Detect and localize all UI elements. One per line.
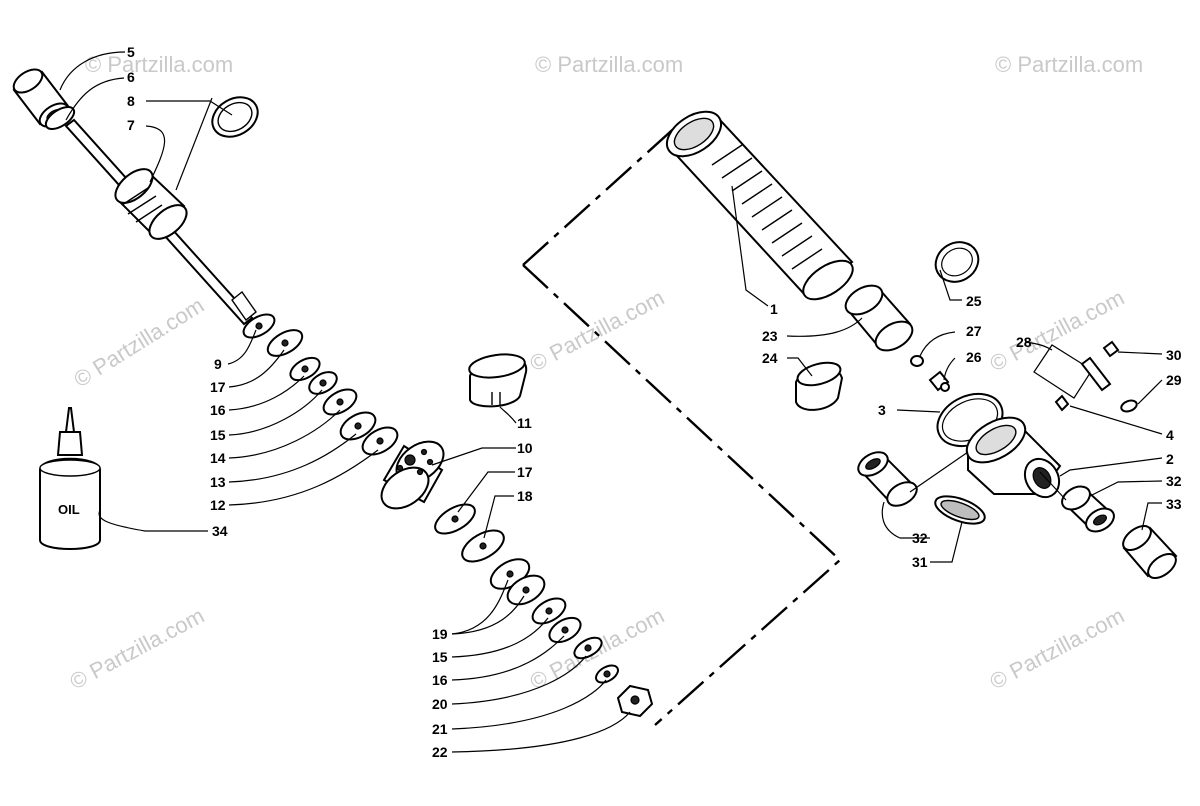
callout-27: 27 xyxy=(966,323,982,339)
callout-numbers: 5 6 8 7 9 17 16 15 14 13 12 11 10 17 18 … xyxy=(127,44,1182,760)
part-24-split-collar xyxy=(795,361,844,411)
callout-31: 31 xyxy=(912,554,928,570)
left-valve-washer-stack xyxy=(242,313,399,456)
part-26-valve xyxy=(928,370,950,392)
callout-2: 2 xyxy=(1166,451,1174,467)
watermark-6: © Partzilla.com xyxy=(66,603,209,695)
part-16-shim-lower xyxy=(548,616,582,644)
watermark-4: © Partzilla.com xyxy=(526,285,669,377)
part-23-retainer xyxy=(844,284,914,352)
callout-1: 1 xyxy=(770,301,778,317)
callout-7: 7 xyxy=(127,117,135,133)
leader-lines xyxy=(59,51,1163,753)
part-22-nut xyxy=(616,684,654,718)
watermark-rod: © Partzilla.com xyxy=(69,292,208,392)
callout-15-upper: 15 xyxy=(210,427,226,443)
right-valve-washer-stack xyxy=(434,503,654,718)
part-30-screw xyxy=(1080,340,1120,392)
callout-4: 4 xyxy=(1166,427,1174,443)
part-17-shim xyxy=(266,329,304,357)
part-28-fitting-kit xyxy=(1033,344,1093,399)
part-11-split-ring xyxy=(468,353,528,408)
part-10-piston xyxy=(380,440,445,510)
part-16-shim xyxy=(289,356,321,382)
callout-8: 8 xyxy=(127,93,135,109)
part-14-shim xyxy=(322,388,358,416)
part-34-oil-bottle: OIL xyxy=(39,407,101,550)
watermark-2: © Partzilla.com xyxy=(535,52,683,77)
callout-13: 13 xyxy=(210,474,226,490)
part-4-plug xyxy=(1054,394,1070,412)
watermarks: © Partzilla.com © Partzilla.com © Partzi… xyxy=(66,52,1144,694)
callout-21: 21 xyxy=(432,721,448,737)
part-17-shim-lower xyxy=(434,503,476,535)
callout-19: 19 xyxy=(432,626,448,642)
callout-32-left: 32 xyxy=(912,530,928,546)
part-9-washer xyxy=(242,313,276,339)
part-32-bushing-right xyxy=(1061,485,1115,533)
callout-34: 34 xyxy=(212,523,228,539)
part-1-shock-body xyxy=(665,110,854,301)
part-32-bushing-left xyxy=(857,451,918,507)
callout-26: 26 xyxy=(966,349,982,365)
watermark-8: © Partzilla.com xyxy=(986,603,1129,695)
callout-33: 33 xyxy=(1166,496,1182,512)
part-2-body-end xyxy=(965,416,1062,499)
callout-17-upper: 17 xyxy=(210,379,226,395)
part-12-shim xyxy=(361,426,399,456)
callout-10: 10 xyxy=(517,440,533,456)
callout-6: 6 xyxy=(127,69,135,85)
callout-28: 28 xyxy=(1016,334,1032,350)
callout-30: 30 xyxy=(1166,347,1182,363)
oil-bottle-label: OIL xyxy=(58,502,80,517)
callout-20: 20 xyxy=(432,696,448,712)
callout-12: 12 xyxy=(210,497,226,513)
callout-16-lower: 16 xyxy=(432,672,448,688)
part-7-seal-head xyxy=(114,168,188,240)
part-21-washer xyxy=(595,664,619,684)
watermark-5: © Partzilla.com xyxy=(986,285,1129,377)
part-29-washer xyxy=(1120,399,1138,413)
part-18-shim xyxy=(461,529,505,563)
part-15-shim xyxy=(308,371,338,395)
callout-18: 18 xyxy=(517,488,533,504)
callout-22: 22 xyxy=(432,744,448,760)
callout-23: 23 xyxy=(762,328,778,344)
callout-15-lower: 15 xyxy=(432,649,448,665)
callout-5: 5 xyxy=(127,44,135,60)
callout-9: 9 xyxy=(214,356,222,372)
callout-17-lower: 17 xyxy=(517,464,533,480)
callout-3: 3 xyxy=(878,402,886,418)
part-33-sleeve xyxy=(1122,524,1178,580)
watermark-3: © Partzilla.com xyxy=(995,52,1143,77)
callout-25: 25 xyxy=(966,293,982,309)
assembly-frame-line xyxy=(522,122,842,726)
part-15-shim-lower xyxy=(531,597,567,625)
part-31-plate xyxy=(934,495,986,525)
callout-11: 11 xyxy=(517,415,532,431)
part-6-washer xyxy=(44,106,76,130)
callout-32-right: 32 xyxy=(1166,473,1182,489)
part-13-shim xyxy=(339,411,377,441)
callout-24: 24 xyxy=(762,350,778,366)
callout-16-upper: 16 xyxy=(210,402,226,418)
callout-14: 14 xyxy=(210,450,226,466)
part-19-shims xyxy=(489,558,546,606)
part-27-o-ring xyxy=(910,355,924,367)
callout-29: 29 xyxy=(1166,372,1182,388)
watermark-1: © Partzilla.com xyxy=(85,52,233,77)
part-20-washer xyxy=(573,636,603,660)
